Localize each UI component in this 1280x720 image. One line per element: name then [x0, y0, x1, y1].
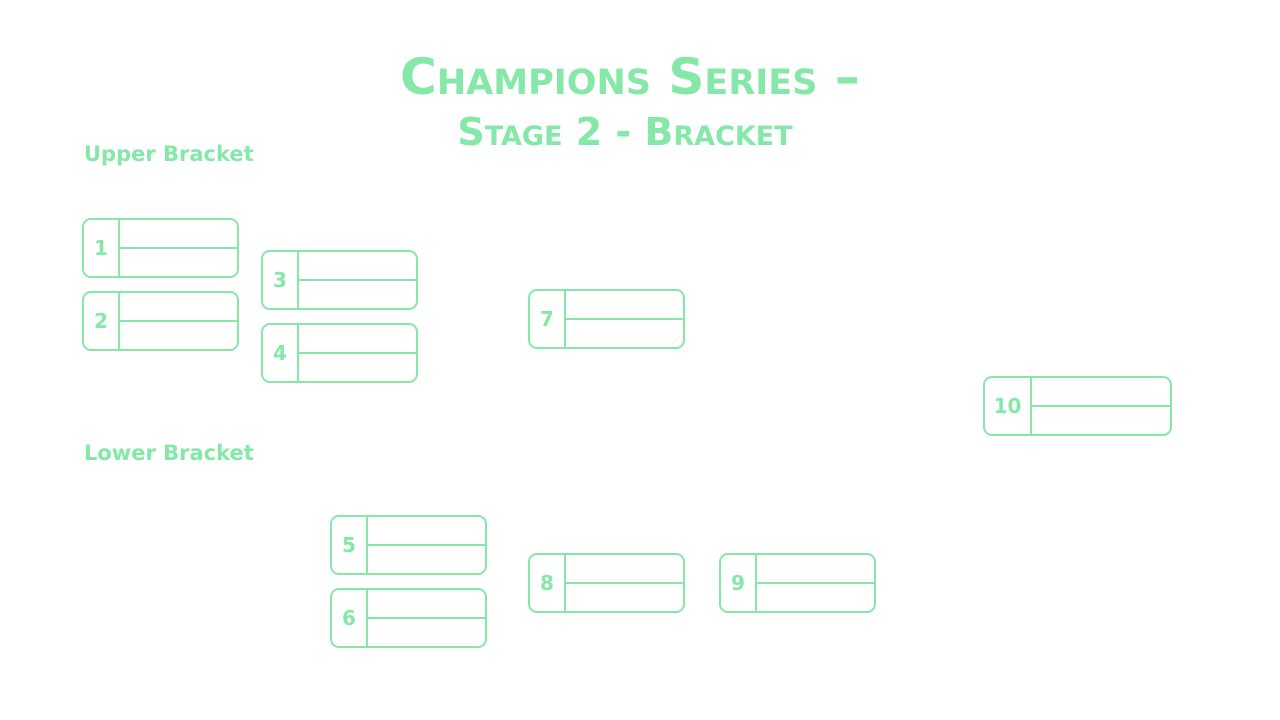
match-number: 6: [332, 590, 368, 646]
team-slot-b[interactable]: [120, 249, 237, 276]
upper-bracket-label: Upper Bracket: [84, 142, 254, 166]
team-slot-b[interactable]: [368, 546, 485, 573]
team-slot-b[interactable]: [120, 322, 237, 349]
match-4: 4: [261, 323, 418, 383]
match-9: 9: [719, 553, 876, 613]
match-number: 8: [530, 555, 566, 611]
team-slot-a[interactable]: [120, 293, 237, 322]
match-number: 9: [721, 555, 757, 611]
title-line-1: Champions Series –: [400, 48, 860, 106]
match-1: 1: [82, 218, 239, 278]
team-slot-b[interactable]: [757, 584, 874, 611]
match-number: 7: [530, 291, 566, 347]
team-slot-b[interactable]: [299, 281, 416, 308]
team-slot-b[interactable]: [566, 584, 683, 611]
team-slot-a[interactable]: [120, 220, 237, 249]
team-slot-b[interactable]: [1032, 407, 1170, 434]
match-10: 10: [983, 376, 1172, 436]
match-8: 8: [528, 553, 685, 613]
match-6: 6: [330, 588, 487, 648]
team-slot-b[interactable]: [566, 320, 683, 347]
team-slot-b[interactable]: [368, 619, 485, 646]
team-slot-a[interactable]: [368, 590, 485, 619]
match-number: 2: [84, 293, 120, 349]
match-number: 5: [332, 517, 368, 573]
team-slot-a[interactable]: [757, 555, 874, 584]
team-slot-a[interactable]: [299, 325, 416, 354]
title-line-2: Stage 2 - Bracket: [457, 110, 793, 154]
match-5: 5: [330, 515, 487, 575]
team-slot-b[interactable]: [299, 354, 416, 381]
match-number: 4: [263, 325, 299, 381]
match-3: 3: [261, 250, 418, 310]
team-slot-a[interactable]: [566, 291, 683, 320]
match-number: 10: [985, 378, 1032, 434]
match-number: 3: [263, 252, 299, 308]
match-7: 7: [528, 289, 685, 349]
team-slot-a[interactable]: [1032, 378, 1170, 407]
team-slot-a[interactable]: [368, 517, 485, 546]
team-slot-a[interactable]: [566, 555, 683, 584]
match-2: 2: [82, 291, 239, 351]
lower-bracket-label: Lower Bracket: [84, 441, 254, 465]
team-slot-a[interactable]: [299, 252, 416, 281]
match-number: 1: [84, 220, 120, 276]
